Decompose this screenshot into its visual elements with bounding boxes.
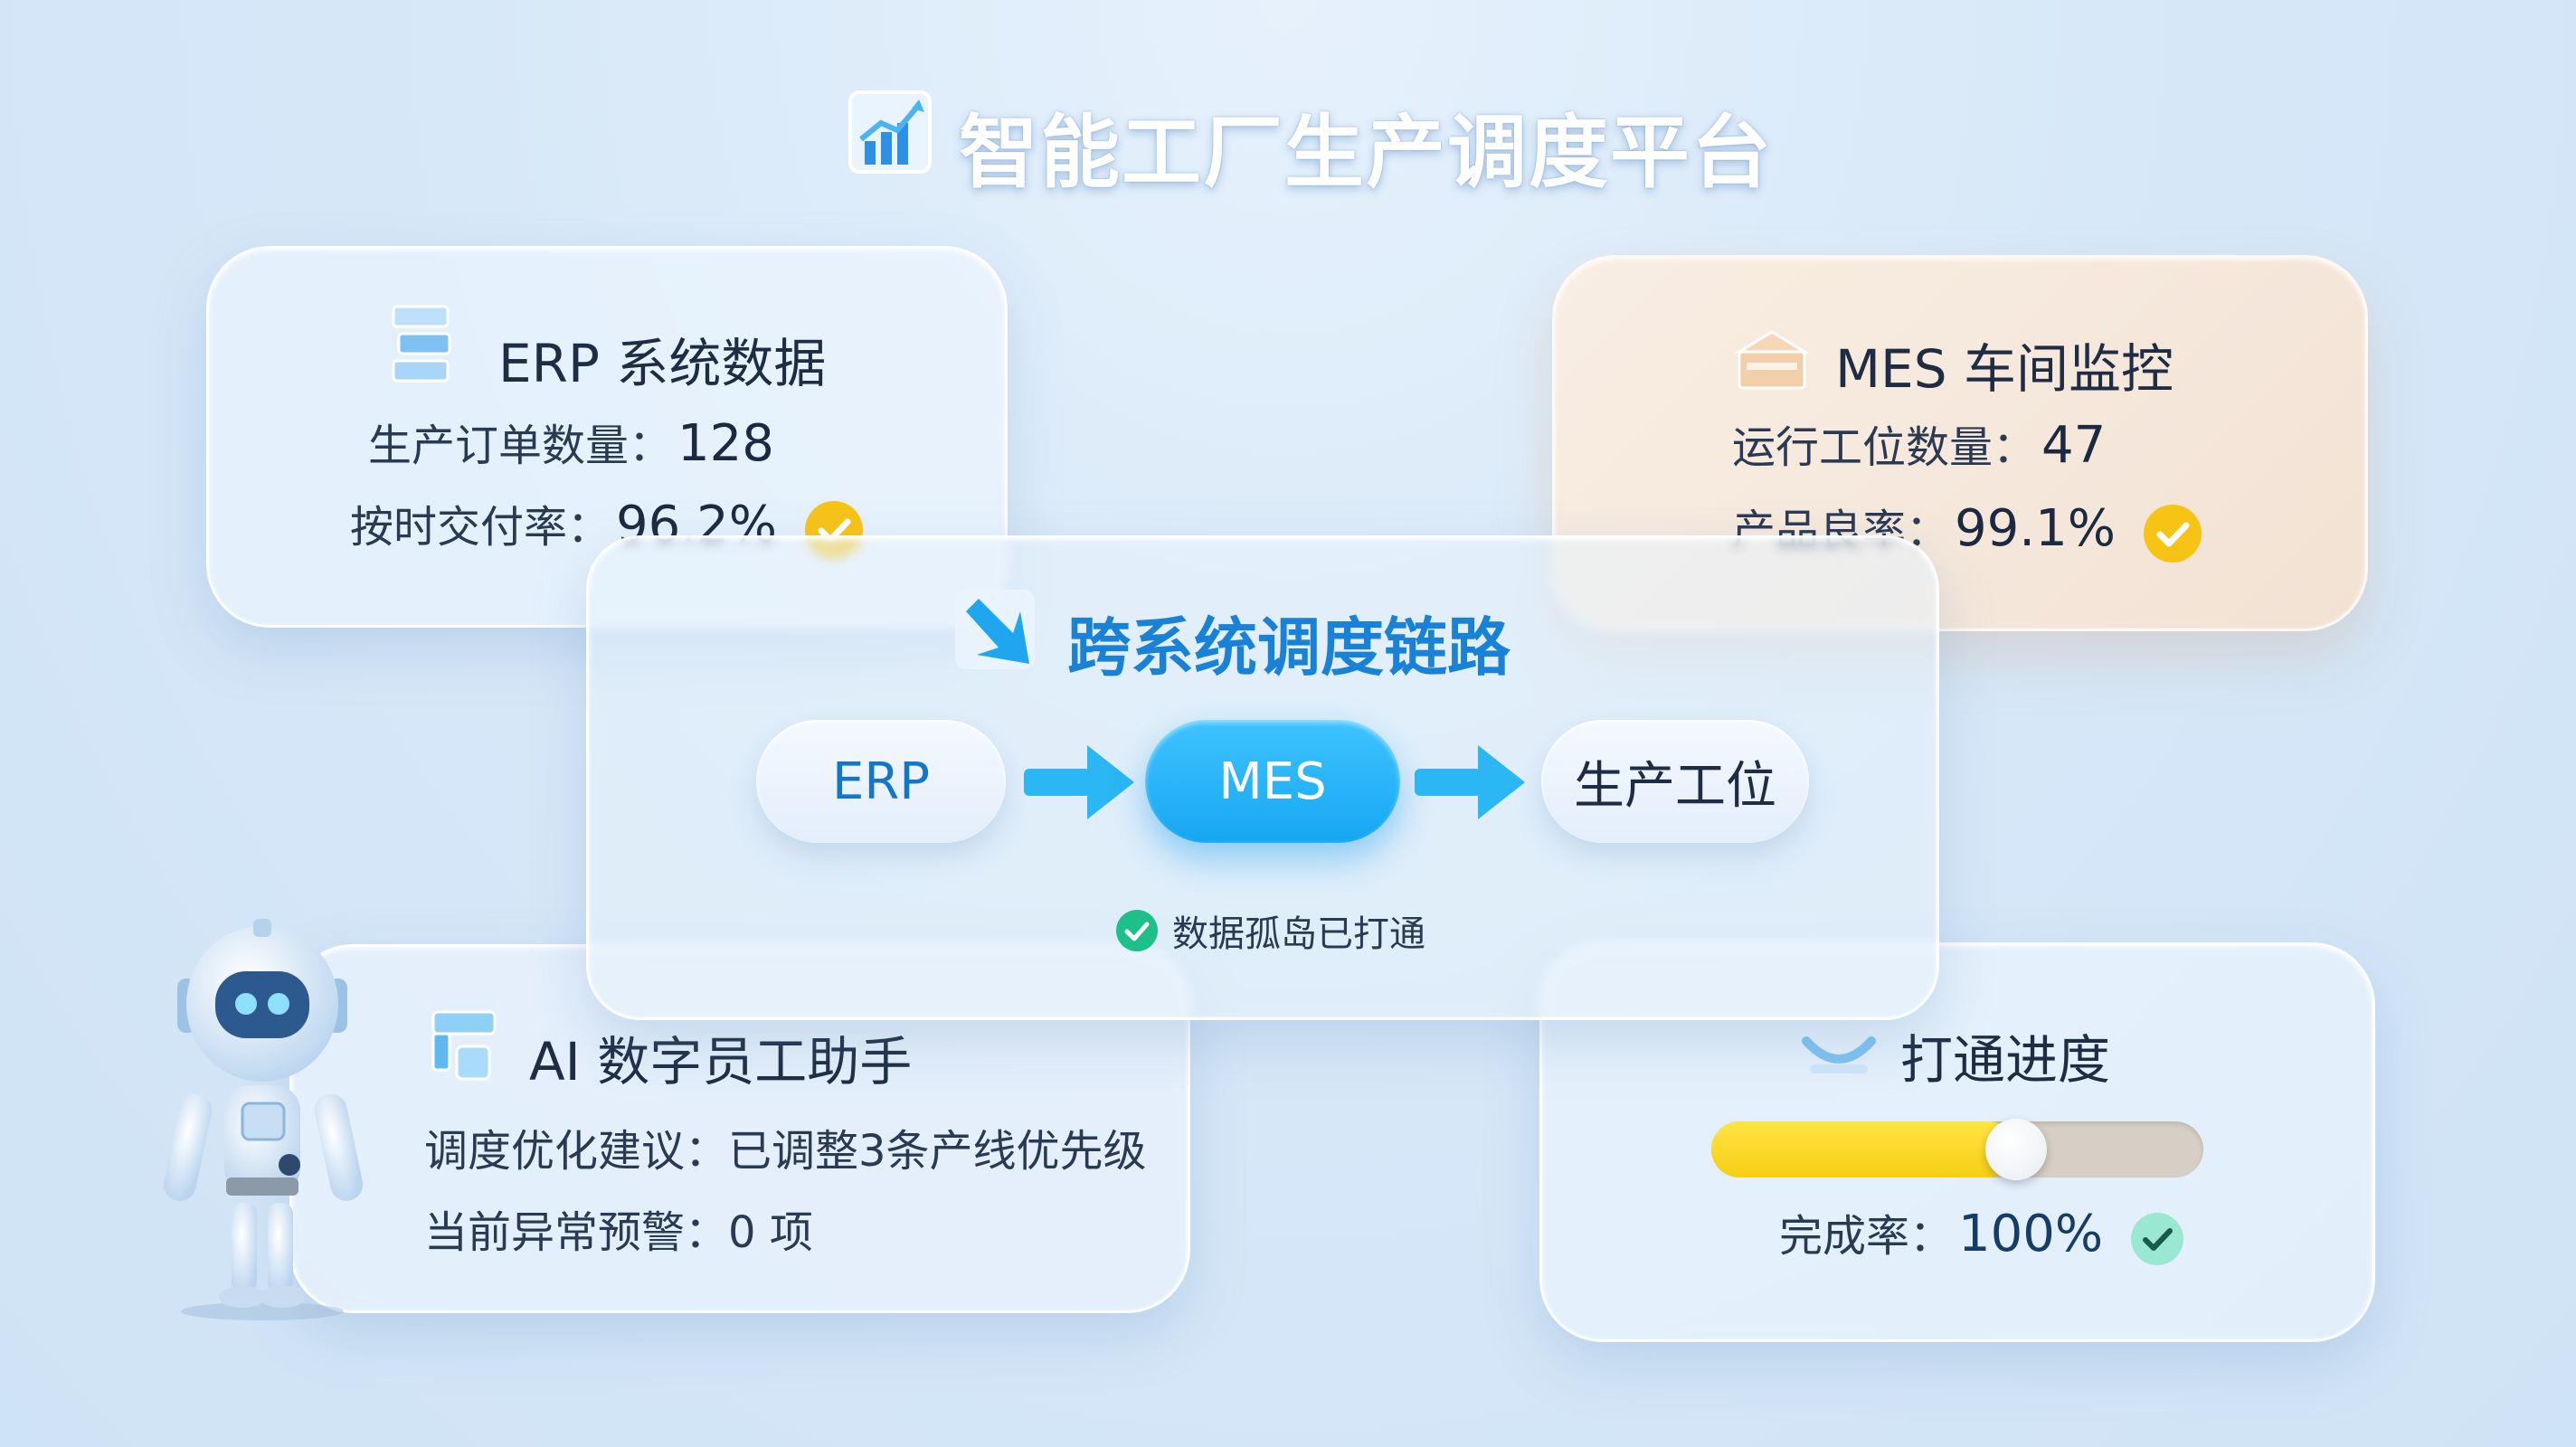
node-mes[interactable]: MES (1145, 720, 1400, 843)
node-production-station[interactable]: 生产工位 (1541, 720, 1809, 843)
mes-card-title: MES 车间监控 (1835, 338, 2174, 400)
ai-suggestion-label: 调度优化建议： (424, 1126, 729, 1177)
completion-rate-row: 完成率：100% (1779, 1200, 2184, 1265)
erp-order-count-value: 128 (677, 414, 774, 473)
ai-alert-label: 当前异常预警： (424, 1207, 729, 1258)
link-status: 数据孤岛已打通 (1116, 904, 1425, 957)
arrow-down-right-icon (950, 584, 1040, 675)
database-icon (390, 303, 455, 384)
bridge-icon (1801, 1023, 1877, 1081)
erp-order-count-label: 生产订单数量： (368, 421, 673, 471)
link-card-title: 跨系统调度链路 (1067, 610, 1511, 685)
mes-station-count-label: 运行工位数量： (1732, 422, 2037, 473)
completion-rate-value: 100% (1958, 1205, 2104, 1263)
robot-mascot (145, 913, 380, 1320)
mes-station-count-row: 运行工位数量：47 (1732, 411, 2106, 475)
check-icon (2144, 505, 2202, 563)
progress-bar (1711, 1119, 2203, 1180)
mes-station-count-value: 47 (2041, 416, 2107, 475)
completion-rate-label: 完成率： (1779, 1211, 1954, 1262)
page-title: 智能工厂生产调度平台 (959, 106, 1774, 199)
erp-on-time-label: 按时交付率： (350, 502, 611, 553)
erp-order-count-row: 生产订单数量：128 (368, 410, 774, 473)
progress-knob[interactable] (1985, 1119, 2048, 1180)
arrow-right-icon (1020, 742, 1138, 823)
node-erp[interactable]: ERP (756, 720, 1006, 843)
factory-icon (1734, 326, 1810, 392)
ai-alert-row: 当前异常预警：0 项 (424, 1196, 813, 1260)
link-status-text: 数据孤岛已打通 (1172, 913, 1425, 955)
progress-card-title: 打通进度 (1900, 1029, 2111, 1091)
progress-bar-fill (1711, 1121, 2017, 1177)
ai-card-title: AI 数字员工助手 (529, 1031, 913, 1092)
check-circle-icon (1116, 910, 1158, 951)
mes-yield-value: 99.1% (1955, 499, 2116, 558)
bar-chart-icon (845, 87, 935, 177)
ai-alert-value: 0 项 (728, 1207, 813, 1258)
ai-suggestion-row: 调度优化建议：已调整3条产线优先级 (424, 1115, 1147, 1178)
erp-card-title: ERP 系统数据 (498, 333, 827, 394)
arrow-right-icon (1411, 742, 1529, 823)
check-icon (2131, 1213, 2184, 1265)
chip-icon (428, 1007, 500, 1084)
ai-suggestion-value: 已调整3条产线优先级 (728, 1126, 1147, 1177)
